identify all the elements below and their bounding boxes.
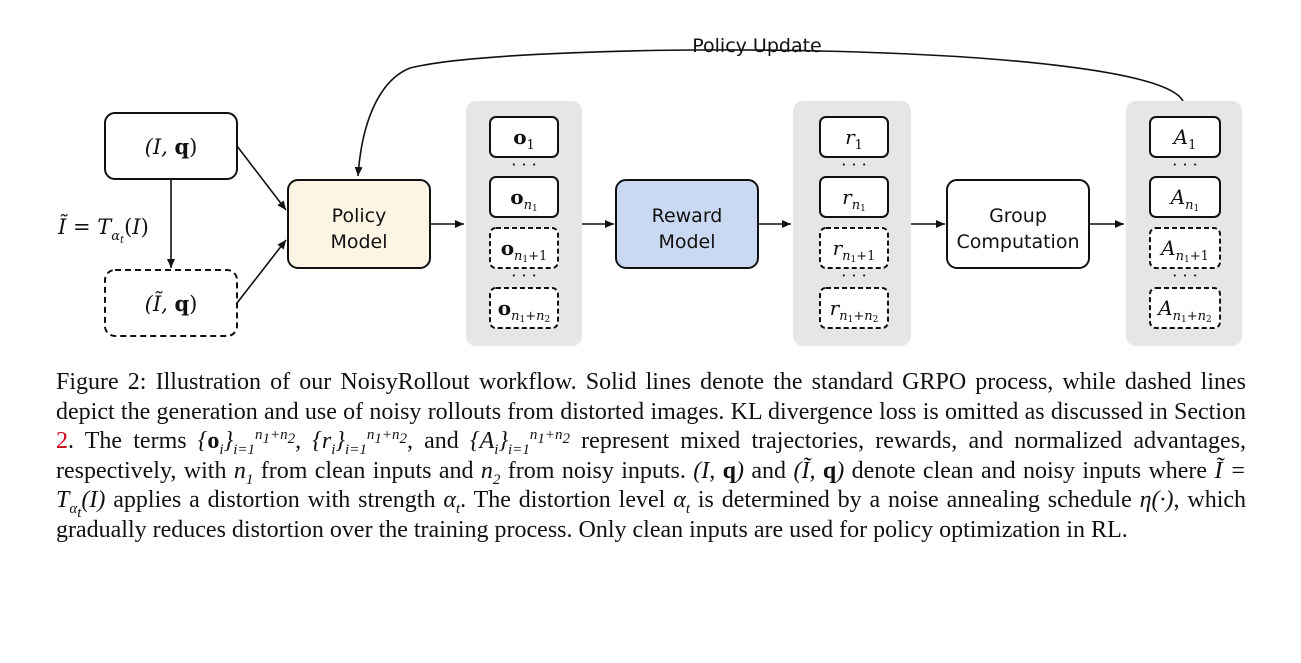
output-label-1: o1 (513, 125, 535, 153)
caption-text-10: is determined by a noise annealing sched… (697, 487, 1132, 513)
math-noisy-input: (Ĩ, q) (793, 457, 845, 484)
ellipsis: · · · (511, 155, 536, 174)
reward-model-label-2: Model (658, 231, 715, 253)
math-clean-input: (I, q) (693, 457, 745, 484)
reward-label-n1-plus-n2: rn1+n2 (830, 296, 879, 325)
math-alpha-1: αt (443, 487, 461, 517)
reward-box-n1 (819, 176, 889, 218)
noisy-input-label: (Ĩ, q) (145, 291, 198, 316)
math-advantages: {Ai}i=1n1+n2 (470, 427, 570, 458)
ellipsis: · · · (511, 266, 536, 285)
caption-text-3: represent mixed trajectories, rewards, a… (56, 428, 1247, 484)
math-n1: n1 (233, 457, 254, 488)
noisy-to-policy-arrow (236, 239, 287, 304)
ellipsis: · · · (841, 266, 866, 285)
clean-input-label: (I, q) (145, 134, 198, 159)
math-alpha-2: αt (673, 487, 690, 517)
output-label-n1: on1 (510, 185, 537, 214)
caption-text-7: denote clean and noisy inputs where (851, 457, 1208, 484)
caption-text-5: from noisy inputs. (507, 457, 686, 484)
policy-model-label-1: Policy (332, 205, 387, 227)
advantage-label-1: A1 (1172, 125, 1197, 153)
ellipsis: · · · (841, 155, 866, 174)
advantage-box-1 (1149, 116, 1221, 158)
output-box-n1 (489, 176, 559, 218)
policy-update-label: Policy Update (692, 35, 822, 57)
output-box-n1-plus-1 (489, 227, 559, 269)
caption-paragraph: Figure 2: Illustration of our NoisyRollo… (56, 369, 1247, 543)
reward-label-n1: rn1 (842, 185, 866, 214)
policy-update-arrow (354, 49, 1184, 177)
output-label-n1-plus-n2: on1+n2 (498, 296, 550, 325)
rewards-panel (793, 101, 911, 346)
caption-text-9: . The distortion level (460, 487, 666, 513)
outputs-panel (466, 101, 582, 346)
output-box-n1-plus-n2 (489, 287, 559, 329)
caption-text-4: from clean inputs and (260, 457, 474, 484)
math-distortion: Ĩ = Tαt(I) (56, 457, 1247, 521)
math-terms: {oi}i=1n1+n2, {ri}i=1n1+n2 (197, 427, 407, 458)
section-link[interactable]: 2 (56, 428, 68, 454)
caption-text-1: Illustration of our NoisyRollout workflo… (56, 369, 1247, 425)
ellipsis: · · · (1172, 266, 1197, 285)
reward-box-n1-plus-n2 (819, 287, 889, 329)
distortion-label: Ĩ = Tαt(I) (57, 215, 149, 246)
advantage-box-n1 (1149, 176, 1221, 218)
caption-text-2: . The terms (68, 428, 187, 454)
caption-text-8: applies a distortion with strength (113, 487, 436, 513)
clean-to-policy-arrow (236, 145, 287, 211)
advantage-box-n1-plus-n2 (1149, 287, 1221, 329)
group-computation-label-2: Computation (957, 231, 1080, 253)
workflow-diagram: Policy Update (I, q) (Ĩ, q) Ĩ = Tαt(I) P… (57, 35, 1242, 346)
policy-model-label-2: Model (330, 231, 387, 253)
advantage-label-n1: An1 (1169, 185, 1200, 214)
group-computation-label-1: Group (989, 205, 1047, 227)
advantage-box-n1-plus-1 (1149, 227, 1221, 269)
math-eta: η(·) (1139, 487, 1174, 513)
reward-label-n1-plus-1: rn1+1 (833, 236, 876, 265)
math-n2: n2 (480, 457, 501, 488)
advantage-label-n1-plus-1: An1+1 (1159, 236, 1209, 265)
figure-label: Figure 2: (56, 369, 147, 395)
reward-box-n1-plus-1 (819, 227, 889, 269)
ellipsis: · · · (1172, 155, 1197, 174)
output-label-n1-plus-1: on1+1 (501, 236, 548, 265)
reward-model-label-1: Reward (652, 205, 723, 227)
reward-label-1: r1 (845, 125, 863, 153)
advantage-label-n1-plus-n2: An1+n2 (1156, 296, 1212, 325)
figure-caption: Figure 2: Illustration of our NoisyRollo… (56, 368, 1246, 545)
caption-text-6: and (751, 457, 787, 484)
output-box-1 (489, 116, 559, 158)
reward-box-1 (819, 116, 889, 158)
advantages-panel (1126, 101, 1242, 346)
caption-text-11: , which gradually reduces distortion ove… (56, 487, 1247, 543)
